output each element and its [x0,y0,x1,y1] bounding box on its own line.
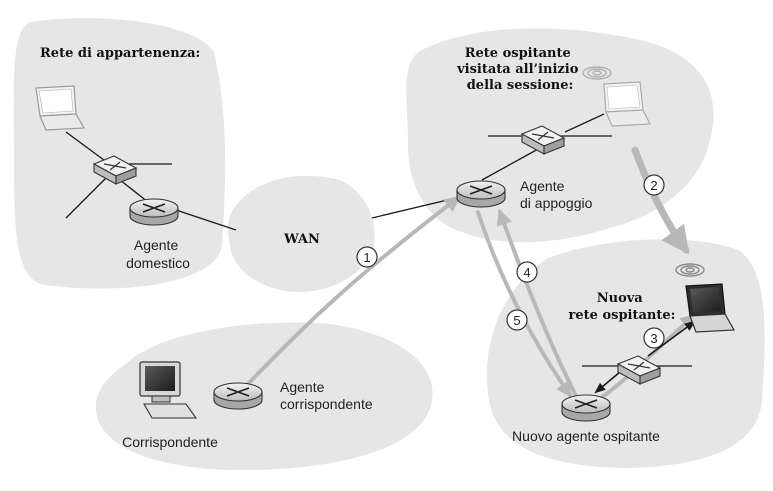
correspondent-agent-label: Agente corrispondente [280,379,373,412]
step-marker-4: 4 [516,261,538,283]
wan-label: WAN [283,232,320,247]
switch-icon [616,355,662,385]
arrow-2-move-to-new-network [631,146,690,255]
router-icon [213,382,263,410]
laptop-icon [603,81,651,127]
new-switch-to-router-arrow [594,371,621,394]
step-number: 5 [513,313,520,328]
step-marker-1: 1 [356,246,378,268]
arrow-4-new-to-anchor [496,208,578,398]
step-number: 2 [650,178,657,193]
switch-icon [520,125,566,155]
home-router-wan-link [175,209,237,231]
laptop-icon [685,283,735,333]
correspondent-host-label: Corrispondente [122,434,218,450]
router-icon [129,198,179,226]
arrow-1-correspondent-to-home [242,196,461,390]
laptop-icon [35,85,86,131]
links [65,113,692,367]
black-arrows [594,320,696,394]
step-marker-3: 3 [643,327,665,349]
visited-switch-laptop-link [564,113,605,133]
home-network-title: Rete di appartenenza: [40,46,200,61]
home-switch-line-left [65,177,107,219]
router-icon [561,394,611,422]
home-switch-router-link [119,179,149,203]
wan-cloud [228,175,375,292]
new-network-title: Nuova rete ospitante: [569,291,676,323]
step-marker-2: 2 [643,174,665,196]
step-number: 1 [363,250,370,265]
step-marker-5: 5 [506,309,528,331]
visited-agent-label: Agente di appoggio [520,178,593,211]
wireless-signal-icon [675,263,705,277]
switch-icon [92,155,138,185]
home-agent-label: Agente domestico [126,237,190,271]
router-icon [456,180,506,208]
step-number: 4 [523,265,530,280]
new-agent-label: Nuovo agente ospitante [512,428,660,444]
correspondent-network-cloud [95,322,433,471]
step-number: 3 [650,331,657,346]
visited-network-title: Rete ospitante visitata all’inizio della… [456,46,583,93]
wireless-signal-icon [582,66,612,80]
desktop-computer-icon [139,361,198,419]
new-switch-to-laptop-arrow [647,320,696,357]
visited-switch-router-link [481,147,541,181]
